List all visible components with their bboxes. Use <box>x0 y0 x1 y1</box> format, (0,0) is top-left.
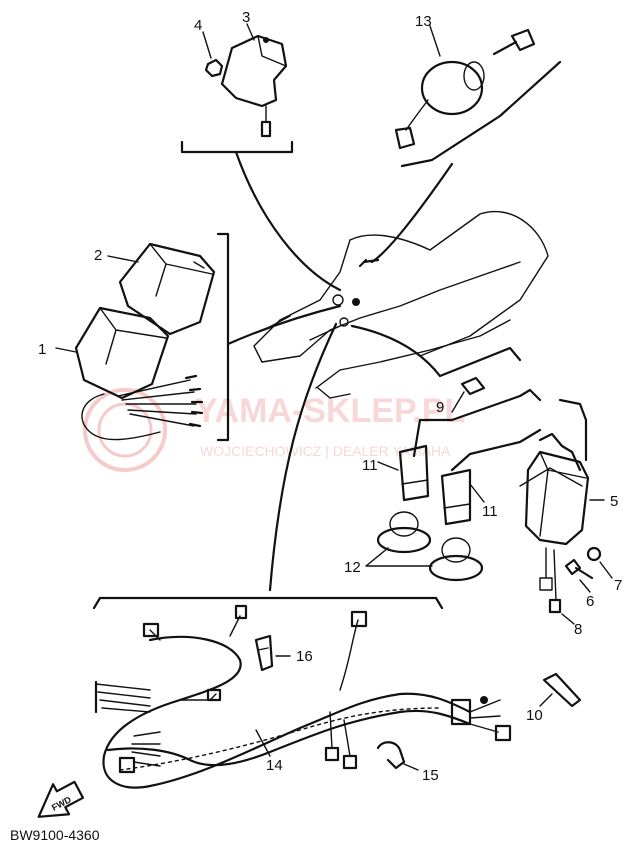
band-clamp-part[interactable] <box>254 634 274 672</box>
callout-8: 8 <box>574 621 582 638</box>
drawing-code: BW9100-4360 <box>10 827 100 843</box>
callout-16: 16 <box>296 648 313 665</box>
callout-13: 13 <box>415 13 432 30</box>
callout-5: 5 <box>610 493 618 510</box>
cable-tie-part[interactable] <box>542 672 582 708</box>
callout-4: 4 <box>194 17 202 34</box>
plug-cap-part[interactable] <box>440 468 472 526</box>
key-icon <box>492 28 536 56</box>
main-switch-part[interactable] <box>420 60 484 116</box>
washer-part[interactable] <box>586 546 602 562</box>
relay-group: 4 3 <box>180 9 294 154</box>
watermark-dealer: WOJCIECHOWICZ | DEALER YAMAHA <box>200 443 451 459</box>
callout-15: 15 <box>422 767 439 784</box>
callout-2: 2 <box>94 247 102 264</box>
frame-seat <box>253 210 549 399</box>
nut-part[interactable] <box>204 58 224 78</box>
callout-1: 1 <box>38 341 46 358</box>
callout-9: 9 <box>436 399 444 416</box>
ignition-coil-group: 9 11 11 12 5 6 7 <box>344 346 622 638</box>
cdi-unit-part[interactable] <box>74 306 170 400</box>
callout-10: 10 <box>526 707 543 724</box>
ignition-coil-part[interactable] <box>524 450 590 546</box>
callout-12: 12 <box>344 559 361 576</box>
terminal-part[interactable] <box>548 598 562 614</box>
watermark-seal-icon <box>83 388 167 472</box>
cap-part[interactable] <box>460 376 486 396</box>
cable-tie-group: 10 <box>526 672 582 724</box>
callout-3: 3 <box>242 9 250 26</box>
callout-6: 6 <box>586 593 594 610</box>
forward-arrow-icon: FWD <box>37 780 85 818</box>
relay-part[interactable] <box>220 34 288 108</box>
wire-harness-part[interactable] <box>102 635 472 789</box>
cdi-cover-part[interactable] <box>118 242 216 336</box>
main-switch-group: 13 <box>394 13 562 168</box>
callout-11b: 11 <box>482 503 498 520</box>
clamp-15-group: 15 <box>376 741 439 784</box>
bolt-part[interactable] <box>564 558 594 580</box>
grommet-part[interactable] <box>428 554 484 582</box>
cdi-group: 1 2 <box>38 232 342 442</box>
callout-14: 14 <box>266 757 283 774</box>
grommet-part[interactable] <box>376 526 432 554</box>
fwd-label: FWD <box>50 794 73 813</box>
wire-harness-group: 14 <box>94 604 512 789</box>
clamp-16-group: 16 <box>254 634 313 672</box>
watermark: YAMA-SKLEP.PL WOJCIECHOWICZ | DEALER YAM… <box>83 388 465 472</box>
callout-7: 7 <box>614 577 622 594</box>
callout-11a: 11 <box>362 457 378 474</box>
clamp-part[interactable] <box>376 741 406 770</box>
